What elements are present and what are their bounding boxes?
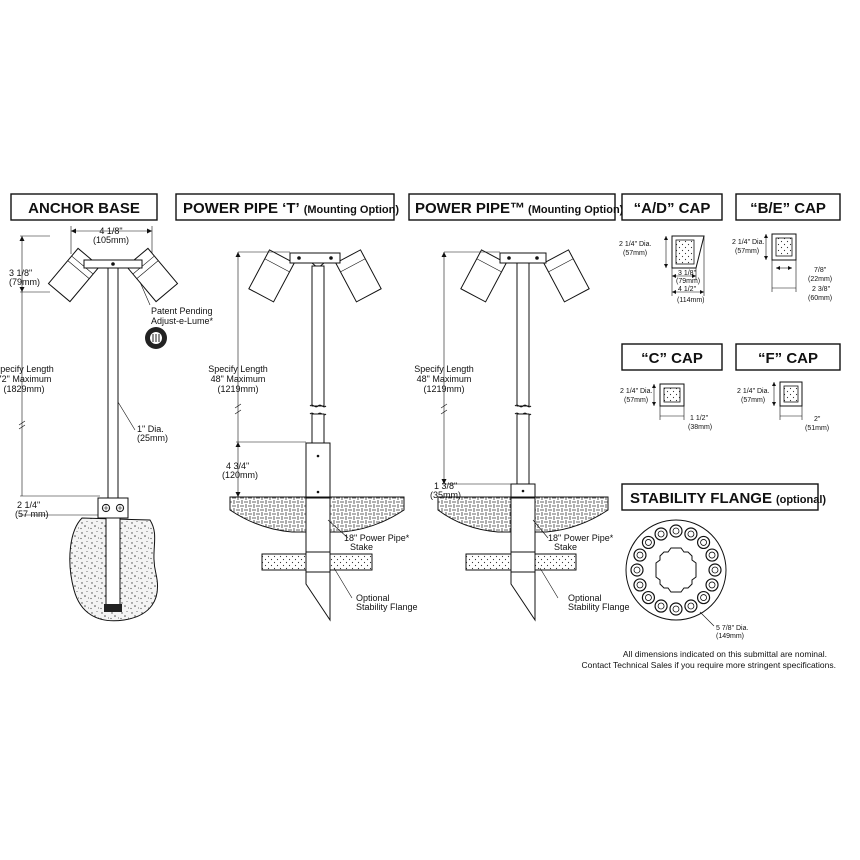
svg-text:Stability Flange: Stability Flange [356, 602, 418, 612]
svg-text:(57mm): (57mm) [741, 397, 765, 404]
svg-text:Stake: Stake [350, 542, 373, 552]
svg-text:“B/E” CAP: “B/E” CAP [750, 200, 826, 217]
title-cap-c: “C” CAP [621, 343, 723, 371]
title-cap-be: “B/E” CAP [735, 193, 841, 221]
cap-c-drawing: 2 1/4" Dia. (57mm) 1 1/2" (38mm) [620, 383, 712, 431]
svg-text:(79mm): (79mm) [676, 278, 700, 285]
svg-text:(79mm): (79mm) [9, 277, 40, 287]
svg-text:(114mm): (114mm) [677, 297, 704, 304]
svg-text:2": 2" [814, 416, 821, 423]
svg-text:Optional: Optional [568, 593, 602, 603]
title-stability-flange: STABILITY FLANGE(optional) [621, 483, 826, 511]
svg-text:2 1/4": 2 1/4" [17, 500, 40, 510]
svg-text:48" Maximum: 48" Maximum [211, 374, 266, 384]
svg-text:(1219mm): (1219mm) [217, 384, 258, 394]
flange-hole-inner [672, 527, 680, 535]
svg-text:(105mm): (105mm) [93, 235, 129, 245]
svg-text:18" Power Pipe*: 18" Power Pipe* [344, 533, 410, 543]
svg-text:(149mm): (149mm) [716, 633, 744, 640]
flange-hole-inner [633, 566, 641, 574]
title-power-pipe-t: POWER PIPE ‘T’(Mounting Option) [175, 193, 399, 221]
svg-text:(35mm): (35mm) [430, 490, 461, 500]
flange-hole-inner [645, 594, 652, 601]
title-cap-f: “F” CAP [735, 343, 841, 371]
svg-text:(1829mm): (1829mm) [3, 384, 44, 394]
svg-text:3 1/8": 3 1/8" [9, 268, 32, 278]
flange-hole-inner [700, 539, 707, 546]
svg-text:(57mm): (57mm) [623, 250, 647, 257]
svg-text:“A/D” CAP: “A/D” CAP [634, 200, 711, 217]
svg-text:18" Power Pipe*: 18" Power Pipe* [548, 533, 614, 543]
title-anchor-base: ANCHOR BASE [10, 193, 158, 221]
svg-text:1" Dia.: 1" Dia. [137, 424, 164, 434]
flange-hole-inner [708, 551, 716, 559]
svg-text:POWER PIPE ‘T’(Mounting Option: POWER PIPE ‘T’(Mounting Option) [183, 200, 399, 217]
cap-be-drawing: 2 1/4" Dia. (57mm) 7/8" (22mm) 2 3/8" (6… [732, 233, 832, 302]
svg-text:(51mm): (51mm) [805, 425, 829, 432]
svg-text:ANCHOR BASE: ANCHOR BASE [28, 200, 140, 217]
svg-text:2 1/4" Dia.: 2 1/4" Dia. [737, 388, 770, 395]
svg-text:(38mm): (38mm) [688, 424, 712, 431]
svg-text:(57 mm): (57 mm) [15, 509, 49, 519]
svg-text:Stake: Stake [554, 542, 577, 552]
svg-text:(25mm): (25mm) [137, 433, 168, 443]
stability-flange-drawing: 5 7/8" Dia. (149mm) [625, 519, 749, 640]
flange-hole-inner [657, 530, 665, 538]
svg-text:Patent Pending: Patent Pending [151, 306, 213, 316]
svg-text:4 1/2": 4 1/2" [678, 286, 697, 293]
svg-text:4 1/8": 4 1/8" [99, 226, 122, 236]
svg-text:(57mm): (57mm) [624, 397, 648, 404]
svg-text:(1219mm): (1219mm) [423, 384, 464, 394]
power-pipe-t-drawing: Specify Length 48" Maximum (1219mm) 4 3/… [208, 249, 418, 622]
svg-text:48" Maximum: 48" Maximum [417, 374, 472, 384]
svg-text:“C” CAP: “C” CAP [641, 350, 703, 367]
svg-text:Specify Length: Specify Length [414, 364, 474, 374]
svg-text:Optional: Optional [356, 593, 390, 603]
svg-text:STABILITY FLANGE(optional): STABILITY FLANGE(optional) [630, 490, 826, 507]
svg-text:Adjust-e-Lume*: Adjust-e-Lume* [151, 316, 214, 326]
flange-hole-inner [687, 602, 695, 610]
svg-text:Stability Flange: Stability Flange [568, 602, 630, 612]
svg-text:2 1/4" Dia.: 2 1/4" Dia. [619, 241, 652, 248]
power-pipe-drawing: Specify Length 48" Maximum (1219mm) 1 3/… [414, 249, 630, 622]
flange-hole-inner [700, 594, 707, 601]
svg-text:(22mm): (22mm) [808, 276, 832, 283]
svg-text:7/8": 7/8" [814, 267, 827, 274]
title-cap-ad: “A/D” CAP [621, 193, 723, 221]
svg-text:(120mm): (120mm) [222, 470, 258, 480]
svg-text:5 7/8" Dia.: 5 7/8" Dia. [716, 625, 749, 632]
svg-text:Specify Length: Specify Length [208, 364, 268, 374]
svg-text:1 1/2": 1 1/2" [690, 415, 709, 422]
cap-f-drawing: 2 1/4" Dia. (57mm) 2" (51mm) [737, 381, 829, 432]
flange-hole-inner [711, 566, 719, 574]
svg-text:2 1/4" Dia.: 2 1/4" Dia. [732, 239, 765, 246]
svg-text:POWER PIPE™(Mounting Option): POWER PIPE™(Mounting Option) [415, 200, 624, 217]
flange-hole-inner [672, 605, 680, 613]
svg-text:1 3/8": 1 3/8" [434, 481, 457, 491]
svg-text:2 1/4" Dia.: 2 1/4" Dia. [620, 388, 653, 395]
svg-text:Contact Technical Sales if you: Contact Technical Sales if you require m… [582, 660, 837, 670]
svg-text:(57mm): (57mm) [735, 248, 759, 255]
flange-hole-inner [657, 602, 665, 610]
flange-hole-inner [636, 581, 644, 589]
footer-note: All dimensions indicated on this submitt… [582, 649, 837, 670]
svg-text:4 3/4": 4 3/4" [226, 461, 249, 471]
cap-ad-drawing: 2 1/4" Dia. (57mm) 3 1/8" (79mm) 4 1/2" … [619, 235, 705, 304]
svg-text:2 3/8": 2 3/8" [812, 286, 831, 293]
svg-text:72" Maximum: 72" Maximum [0, 374, 51, 384]
title-power-pipe: POWER PIPE™(Mounting Option) [408, 193, 624, 221]
flange-hole-inner [645, 539, 652, 546]
flange-hole-inner [687, 530, 695, 538]
svg-text:“F” CAP: “F” CAP [758, 350, 818, 367]
svg-text:(60mm): (60mm) [808, 295, 832, 302]
flange-hole-inner [708, 581, 716, 589]
svg-text:Specify Length: Specify Length [0, 364, 54, 374]
svg-text:3 1/8": 3 1/8" [678, 270, 697, 277]
anchor-base-drawing: 4 1/8" (105mm) 3 1/8" (79mm) Specify Len… [0, 226, 214, 622]
flange-hole-inner [636, 551, 644, 559]
svg-text:All dimensions indicated on th: All dimensions indicated on this submitt… [623, 649, 827, 659]
